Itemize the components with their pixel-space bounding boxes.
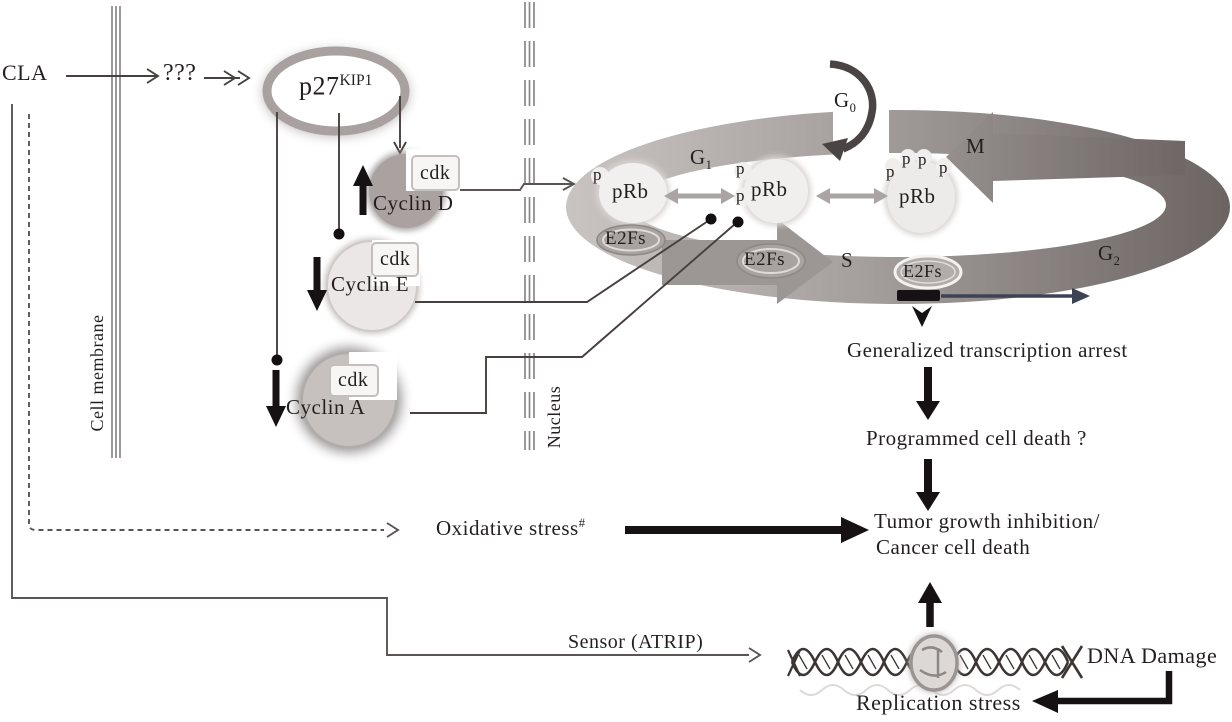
- p27-superscript: KIP1: [339, 72, 373, 89]
- p27-label: p27KIP1: [299, 71, 373, 101]
- cyclin-e-label: Cyclin E: [331, 272, 410, 296]
- transcription-block-arrowhead: [912, 306, 932, 327]
- e2fs-label-1: E2Fs: [605, 228, 647, 249]
- dna-damage-elbow-arrow: [1032, 671, 1173, 713]
- cla-sensor-line: [11, 104, 762, 663]
- cancer-cell-death-label: Cancer cell death: [876, 535, 1031, 559]
- g2-label: G2: [1098, 241, 1120, 269]
- prb-hyper-label: pRb: [899, 184, 936, 208]
- p-mark: p: [902, 149, 911, 168]
- p27-oval: [262, 46, 410, 136]
- oxidative-stress-label: Oxidative stress#: [436, 516, 586, 540]
- sensor-atrip-label: Sensor (ATRIP): [568, 631, 704, 653]
- e2fs-label-3: E2Fs: [903, 261, 943, 281]
- p-mark: p: [736, 159, 745, 178]
- cyclin-a-label: Cyclin A: [286, 395, 366, 419]
- cyclin-d-label: Cyclin D: [373, 191, 454, 215]
- cyclin-a-complex: [266, 348, 401, 452]
- prb-hyper-blob: [884, 149, 958, 236]
- transcription-arrest-label: Generalized transcription arrest: [847, 338, 1128, 362]
- p-mark: p: [886, 162, 895, 181]
- e2fs-oval-3: [893, 254, 963, 290]
- m-phase-arrow: [946, 112, 1185, 203]
- prb-transition-arrows: [664, 188, 888, 204]
- prb-hypo-label: pRb: [612, 179, 649, 203]
- p-mark: p: [939, 158, 948, 177]
- tumor-growth-inhibition-label: Tumor growth inhibition/: [874, 509, 1100, 533]
- p-mark: p: [736, 186, 745, 205]
- dna-damage-label: DNA Damage: [1087, 643, 1218, 668]
- m-label: M: [966, 134, 986, 158]
- transcription-start-arrow: [897, 288, 1090, 327]
- nucleus-label: Nucleus: [544, 385, 564, 449]
- nucleus-membrane-lines: [524, 2, 535, 450]
- prb-hypo-blob: [591, 160, 670, 226]
- cyclin-d-complex: [353, 149, 460, 231]
- dna-helix: [787, 645, 1084, 696]
- p27-inhibition-lines: [271, 96, 407, 366]
- cyclin-e-complex: [307, 238, 420, 334]
- e2fs-oval-1: [596, 224, 666, 256]
- prb-mid-label: pRb: [751, 177, 788, 201]
- unknown-to-p27-arrow: [204, 70, 251, 86]
- replication-stress-label: Replication stress: [856, 690, 1021, 715]
- cdk-a-label: cdk: [338, 369, 369, 391]
- cyclind-to-prb-arrow: [460, 177, 576, 191]
- oxidative-superscript: #: [578, 516, 586, 530]
- p-mark: p: [918, 150, 927, 169]
- e2fs-label-2: E2Fs: [744, 249, 786, 270]
- g1-label: G1: [690, 145, 712, 173]
- cla-to-unknown-arrow: [66, 68, 160, 84]
- cell-membrane-lines: [111, 6, 121, 458]
- unknown-mediator-label: ???: [163, 60, 197, 86]
- prb-mid-blob: [734, 156, 811, 226]
- cla-oxidative-dashed-line: [28, 114, 400, 538]
- cla-label: CLA: [2, 60, 48, 85]
- e2fs-oval-2: [736, 243, 806, 279]
- s-label: S: [841, 248, 854, 272]
- cyclin-inhibition-lines: [410, 213, 744, 414]
- bold-flow-arrows: [625, 367, 942, 627]
- cdk-e-label: cdk: [380, 248, 411, 270]
- p-mark: p: [593, 165, 602, 184]
- g0-label: G0: [834, 88, 856, 116]
- cdk-d-label: cdk: [420, 162, 451, 184]
- cell-membrane-label: Cell membrane: [87, 314, 107, 432]
- g0-arrow: [822, 60, 877, 161]
- replication-protein-blob: [908, 633, 960, 693]
- programmed-cell-death-label: Programmed cell death ?: [866, 426, 1087, 450]
